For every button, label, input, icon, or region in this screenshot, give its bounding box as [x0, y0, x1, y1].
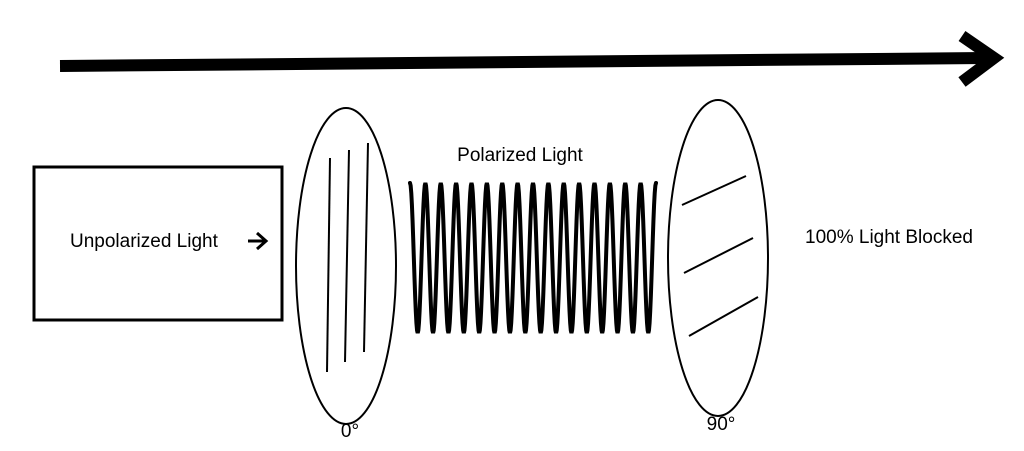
polarizer-0-line	[344, 149, 350, 363]
polarizer-90-line	[683, 237, 754, 274]
filter2-angle-label: 90°	[707, 414, 736, 435]
polarized-wave	[408, 181, 658, 334]
polarizer-0	[295, 107, 397, 425]
polarizer-90	[667, 99, 769, 417]
polarizer-90-ellipse	[667, 99, 769, 417]
polarized-light-label: Polarized Light	[457, 145, 583, 166]
polarizer-0-line	[326, 157, 331, 373]
direction-arrow	[59, 31, 1005, 87]
filter1-angle-label: 0°	[341, 421, 359, 442]
polarizer-90-line	[688, 296, 759, 337]
source-arrow-icon	[248, 231, 269, 251]
polarizer-90-line	[681, 175, 747, 206]
result-label: 100% Light Blocked	[805, 227, 973, 248]
source-label: Unpolarized Light	[70, 231, 219, 252]
direction-arrow-shaft	[59, 52, 986, 72]
direction-arrow-head	[958, 31, 1005, 87]
polarizer-0-ellipse	[295, 107, 397, 425]
light-source-box	[32, 165, 284, 322]
polarizer-0-line	[363, 142, 369, 353]
